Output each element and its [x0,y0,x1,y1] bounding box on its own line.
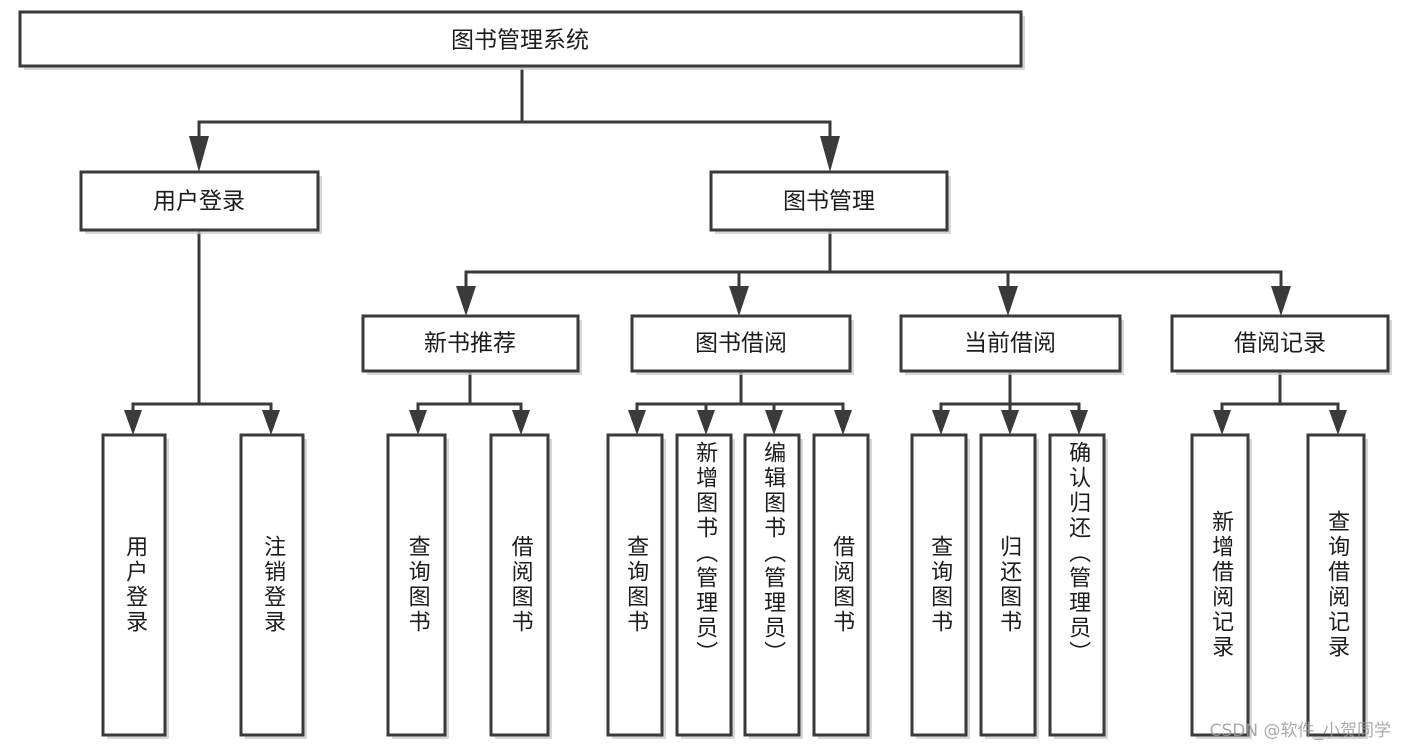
arrowhead-leaf-return-book [1001,410,1019,435]
leaf-query-book-2[interactable] [606,433,666,739]
leaf-edit-book[interactable] [743,433,803,739]
arrowhead-borrow-record [1271,286,1291,316]
leaf-return-book[interactable] [979,433,1039,739]
leaf-borrow-book-1-box[interactable] [489,433,550,737]
arrowhead-leaf-add-book [697,410,715,435]
leaf-user-logout[interactable] [239,433,307,739]
leaf-add-record[interactable] [1190,433,1252,739]
arrowhead-book-borrow [729,286,749,316]
leaf-add-book[interactable] [675,433,735,739]
arrowhead-leaf-query-book-3 [932,410,950,435]
leaf-query-book-3[interactable] [910,433,970,739]
node-new-book-recommend[interactable]: 新书推荐 [361,314,582,375]
connector-layer [124,68,1347,435]
arrowhead-leaf-edit-book [765,410,783,435]
node-book-borrow-label: 图书借阅 [695,331,787,357]
leaf-query-record[interactable] [1306,433,1368,739]
node-book-borrow[interactable]: 图书借阅 [630,314,854,375]
leaf-add-book-box[interactable] [675,433,733,737]
leaf-add-record-box[interactable] [1190,433,1250,737]
leaf-user-logout-box[interactable] [239,433,305,737]
arrowhead-leaf-confirm-return [1070,410,1088,435]
leaf-confirm-return[interactable] [1048,433,1108,739]
node-root-label: 图书管理系统 [451,28,589,54]
leaf-query-book-1[interactable] [386,433,449,739]
leaf-query-book-2-box[interactable] [606,433,664,737]
leaf-query-book-1-box[interactable] [386,433,447,737]
node-current-borrow-box[interactable] [899,314,1122,373]
leaf-edit-book-box[interactable] [743,433,801,737]
leaf-confirm-return-box[interactable] [1048,433,1106,737]
leaf-borrow-book-1[interactable] [489,433,552,739]
node-borrow-record-box[interactable] [1170,314,1390,373]
leaf-user-login[interactable] [101,433,169,739]
leaf-user-login-box[interactable] [101,433,167,737]
csdn-watermark: CSDN @软件_小贺同学 [1209,721,1391,741]
arrowhead-leaf-borrow-book-1 [512,410,530,435]
leaf-borrow-book-2[interactable] [812,433,872,739]
node-user-login-label: 用户登录 [153,189,245,215]
node-current-borrow[interactable]: 当前借阅 [899,314,1124,375]
node-book-manage[interactable]: 图书管理 [709,170,951,234]
arrowhead-book-manage [820,136,840,172]
arrowhead-leaf-borrow-book-2 [834,410,852,435]
node-book-borrow-box[interactable] [630,314,852,373]
leaf-borrow-book-2-box[interactable] [812,433,870,737]
arrowhead-user-login [189,136,209,172]
node-user-login[interactable]: 用户登录 [79,170,322,234]
node-new-book-recommend-label: 新书推荐 [424,331,516,357]
node-user-login-box[interactable] [79,170,320,232]
node-new-book-recommend-box[interactable] [361,314,580,373]
node-root[interactable]: 图书管理系统 [18,10,1025,70]
arrowhead-leaf-user-login [124,410,142,435]
leaf-return-book-box[interactable] [979,433,1037,737]
arrowhead-leaf-add-record [1213,410,1231,435]
leaf-query-book-3-box[interactable] [910,433,968,737]
node-current-borrow-label: 当前借阅 [964,331,1056,357]
node-book-manage-label: 图书管理 [783,189,875,215]
node-borrow-record-label: 借阅记录 [1234,331,1326,357]
arrowhead-current-borrow [998,286,1018,316]
arrowhead-leaf-query-book-2 [628,410,646,435]
node-root-box[interactable] [18,10,1023,68]
arrowhead-leaf-query-book-1 [409,410,427,435]
node-book-manage-box[interactable] [709,170,949,232]
arrowhead-leaf-user-logout [262,410,280,435]
node-borrow-record[interactable]: 借阅记录 [1170,314,1392,375]
arrowhead-leaf-query-record [1329,410,1347,435]
arrowhead-new-book-recommend [456,286,476,316]
leaf-query-record-box[interactable] [1306,433,1366,737]
